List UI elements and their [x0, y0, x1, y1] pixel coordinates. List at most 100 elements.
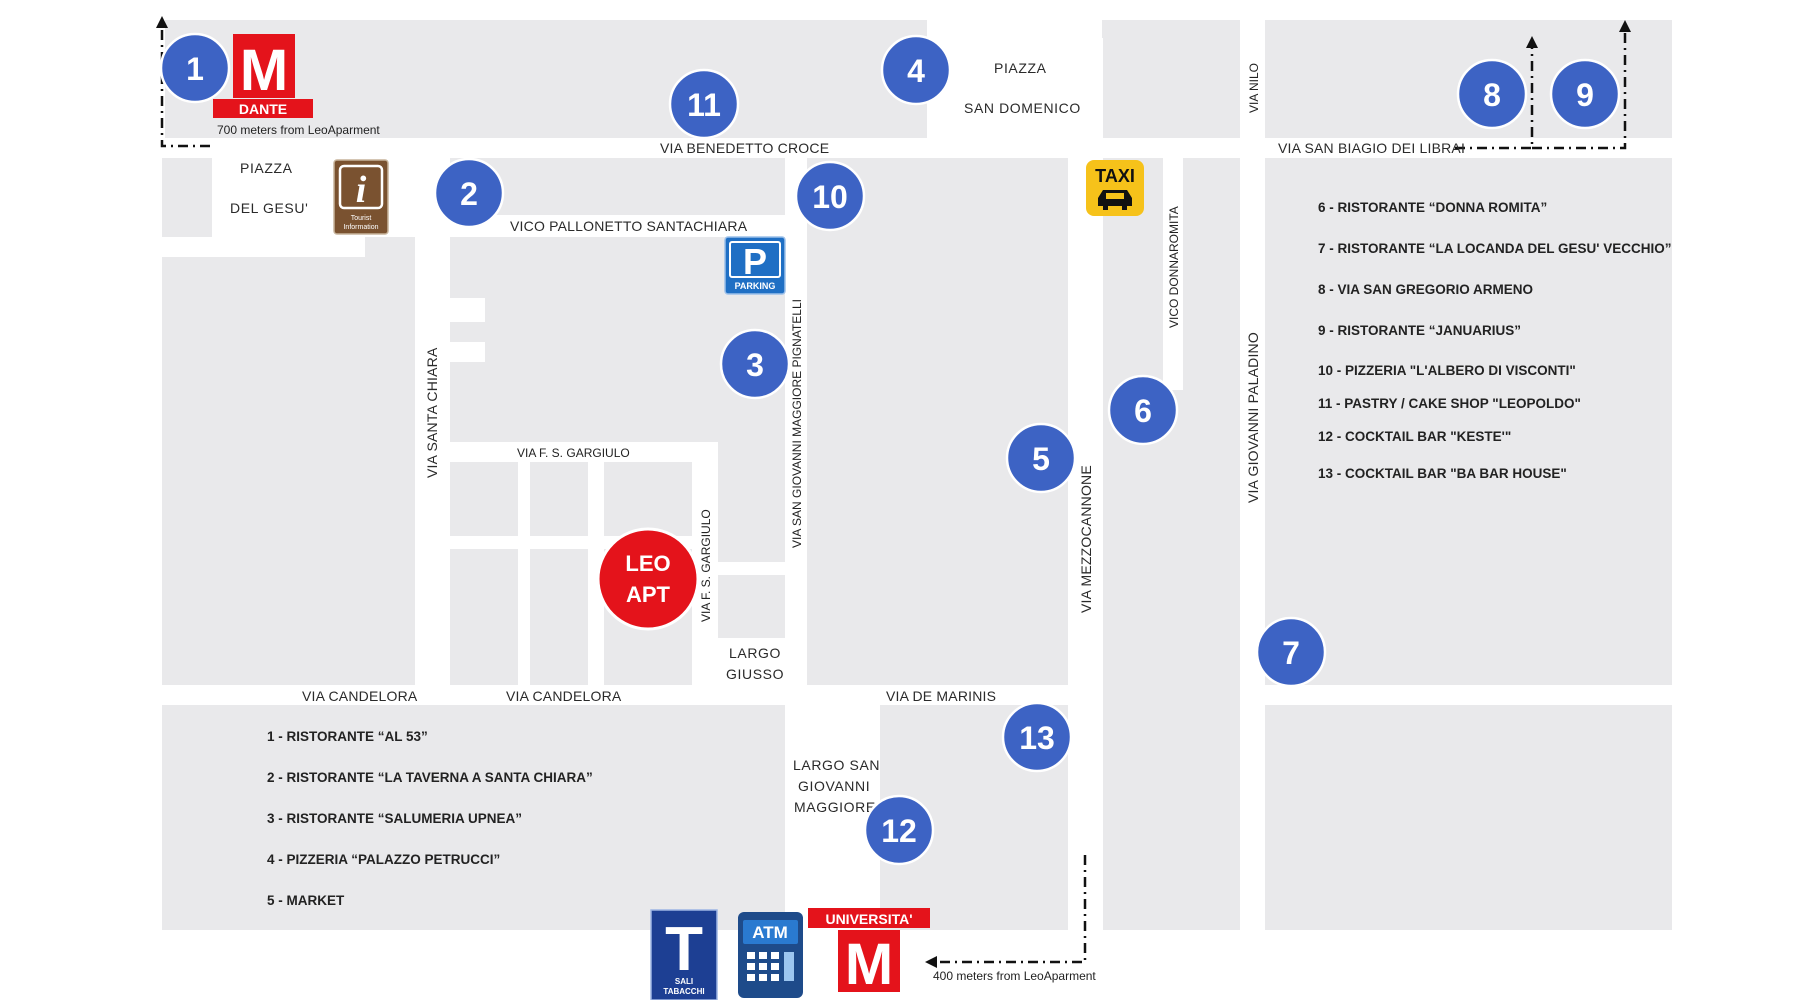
atm-keypad-icon: [747, 952, 794, 981]
legend-left: 1 - RISTORANTE “AL 53” 2 - RISTORANTE “L…: [267, 729, 593, 908]
route-arrow-dante: [156, 16, 168, 28]
legend-right-item: 9 - RISTORANTE “JANUARIUS”: [1318, 323, 1521, 338]
marker-6[interactable]: 6: [1107, 374, 1179, 446]
tabacchi-icon: [650, 909, 718, 1000]
block-gargiulo-1: [450, 462, 518, 536]
metro-universita-name-bg: [808, 908, 930, 928]
leo-apartment-circle: [596, 527, 700, 631]
block-gargiulo-2: [530, 462, 588, 536]
block-mezzocannone-east: [1103, 158, 1240, 930]
metro-dante[interactable]: M DANTE 700 meters from LeoAparment: [213, 34, 380, 137]
marker-1[interactable]: 1: [159, 32, 231, 104]
leo-apartment-line-1: LEO: [625, 551, 670, 576]
route-arrow-januarius: [1619, 20, 1631, 32]
route-to-januarius: [1532, 30, 1627, 150]
tabacchi-label-2: TABACCHI: [663, 987, 704, 996]
place-labels: PIAZZA DEL GESU' PIAZZA SAN DOMENICO LAR…: [230, 60, 1081, 815]
marker-3-number: 3: [746, 347, 764, 383]
taxi-label: TAXI: [1095, 166, 1135, 186]
marker-7-number: 7: [1282, 635, 1300, 671]
parking-sign[interactable]: P PARKING: [724, 236, 786, 295]
metro-dante-name-bg: [213, 99, 313, 118]
marker-13[interactable]: 13: [1001, 701, 1073, 773]
piazza-san-domenico-label-1: PIAZZA: [994, 60, 1047, 76]
marker-12[interactable]: 12: [863, 794, 935, 866]
marker-2[interactable]: 2: [433, 157, 505, 229]
tabacchi-letter: T: [665, 915, 703, 984]
marker-7[interactable]: 7: [1255, 616, 1327, 688]
legend-right-item: 6 - RISTORANTE “DONNA ROMITA”: [1318, 200, 1547, 215]
metro-universita-letter: M: [845, 932, 893, 997]
marker-9[interactable]: 9: [1549, 58, 1621, 130]
street-label-de-marinis: VIA DE MARINIS: [886, 688, 996, 704]
piazza-del-gesu-area: [213, 158, 365, 257]
metro-dante-distance: 700 meters from LeoAparment: [217, 123, 380, 137]
marker-13-number: 13: [1019, 720, 1055, 756]
marker-11[interactable]: 11: [668, 68, 740, 140]
block-left-upper: [162, 158, 212, 237]
metro-universita-icon: [838, 930, 900, 992]
taxi-car-window: [1106, 193, 1124, 199]
tabacchi-sign[interactable]: T SALI TABACCHI: [650, 909, 718, 1000]
legend-left-item: 4 - PIZZERIA “PALAZZO PETRUCCI”: [267, 852, 500, 867]
metro-dante-icon: [233, 34, 295, 98]
block-candelora-2: [530, 549, 588, 685]
street-label-gargiulo-horizontal: VIA F. S. GARGIULO: [517, 446, 630, 460]
walking-routes: [156, 16, 1631, 968]
metro-universita-name: UNIVERSITA': [825, 911, 912, 927]
tabacchi-label-1: SALI: [675, 977, 693, 986]
block-paladino-east: [1265, 158, 1672, 685]
street-label-mezzocannone: VIA MEZZOCANNONE: [1078, 465, 1094, 613]
piazza-del-gesu-label-2: DEL GESU': [230, 200, 308, 216]
atm-sign[interactable]: ATM: [738, 912, 803, 998]
route-to-dante: [160, 26, 210, 148]
block-pallonetto-south: [450, 237, 785, 562]
info-label-1: Tourist: [351, 215, 372, 222]
parking-label: PARKING: [735, 281, 776, 291]
tourist-information[interactable]: i Tourist Information: [333, 159, 389, 235]
route-arrow-san-gregorio: [1526, 36, 1538, 48]
block-top-middle: [1102, 20, 1240, 138]
largo-sgm-label-1: LARGO SAN: [793, 757, 880, 773]
info-icon-frame: [338, 164, 384, 210]
marker-12-number: 12: [881, 813, 917, 849]
open-spaces: [213, 38, 1103, 868]
marker-9-number: 9: [1576, 77, 1594, 113]
marker-5[interactable]: 5: [1005, 422, 1077, 494]
metro-dante-letter: M: [240, 38, 288, 103]
leo-apartment-marker[interactable]: LEO APT: [596, 527, 700, 631]
marker-8[interactable]: 8: [1456, 58, 1528, 130]
metro-universita[interactable]: UNIVERSITA' M 400 meters from LeoAparmen…: [808, 908, 1096, 997]
legend-right-item: 7 - RISTORANTE “LA LOCANDA DEL GESU' VEC…: [1318, 241, 1672, 256]
block-santa-chiara-north: [450, 158, 785, 215]
marker-4-number: 4: [907, 53, 925, 89]
marker-10[interactable]: 10: [794, 160, 866, 232]
marker-4[interactable]: 4: [880, 34, 952, 106]
street-label-candelora-right: VIA CANDELORA: [506, 688, 622, 704]
atm-screen: [743, 920, 798, 944]
atm-label: ATM: [752, 923, 788, 942]
street-label-benedetto-croce: VIA BENEDETTO CROCE: [660, 140, 829, 156]
block-pignatelli-east: [807, 158, 1068, 685]
marker-3[interactable]: 3: [719, 328, 791, 400]
block-candelora-1: [450, 549, 518, 685]
block-paladino-southeast: [1265, 705, 1672, 930]
leo-apartment-line-2: APT: [626, 582, 671, 607]
largo-giusso-label-2: GIUSSO: [726, 666, 784, 682]
marker-2-number: 2: [460, 176, 478, 212]
legend-right-item: 11 - PASTRY / CAKE SHOP "LEOPOLDO": [1318, 396, 1581, 411]
taxi-stand[interactable]: TAXI: [1086, 160, 1144, 216]
marker-10-number: 10: [812, 179, 848, 215]
legend-left-item: 3 - RISTORANTE “SALUMERIA UPNEA”: [267, 811, 522, 826]
street-label-pallonetto: VICO PALLONETTO SANTACHIARA: [510, 218, 748, 234]
numbered-markers: 1 2 3 4 5 6 7 8 9 10 11 12 13: [159, 32, 1621, 866]
route-to-universita: [935, 855, 1087, 964]
piazza-san-domenico-label-2: SAN DOMENICO: [964, 100, 1081, 116]
street-label-paladino: VIA GIOVANNI PALADINO: [1245, 332, 1261, 503]
marker-1-number: 1: [186, 51, 204, 87]
street-label-nilo: VIA NILO: [1247, 63, 1261, 113]
largo-sgm-label-2: GIOVANNI: [798, 778, 870, 794]
metro-universita-distance: 400 meters from LeoAparment: [933, 969, 1096, 983]
largo-giusso-label-1: LARGO: [729, 645, 781, 661]
street-label-santa-chiara: VIA SANTA CHIARA: [424, 347, 440, 478]
